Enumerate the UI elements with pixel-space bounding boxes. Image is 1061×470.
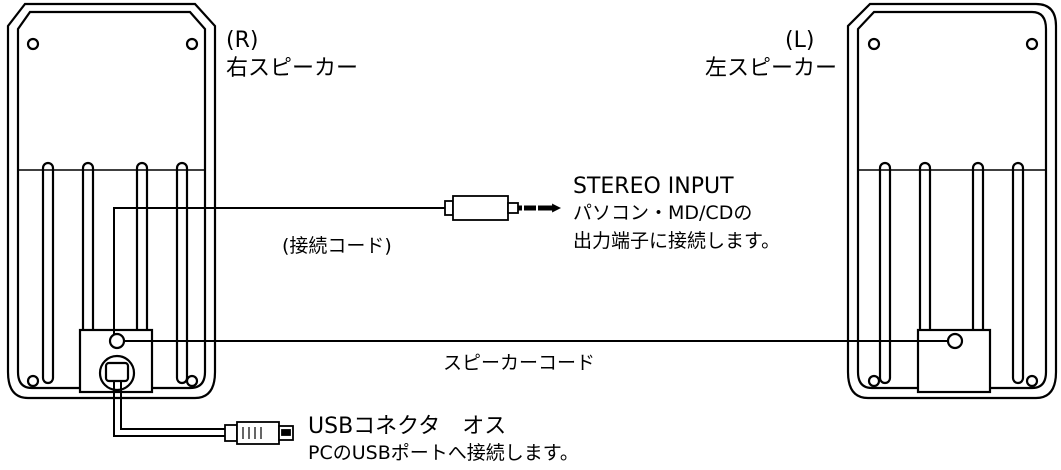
usb-plug (224, 421, 294, 445)
left-speaker-label: 左スピーカー (705, 56, 838, 81)
right-speaker-input-jack (108, 332, 126, 350)
speaker-cord-label: スピーカーコード (443, 352, 596, 374)
connection-cord-label: (接続コード) (282, 235, 392, 257)
left-speaker-input-jack (946, 332, 964, 350)
stereo-input-line1: パソコン・MD/CDの (573, 202, 753, 224)
stereo-plug (444, 195, 562, 221)
right-speaker-tag: (R) (226, 28, 259, 53)
stereo-input-line2: 出力端子に接続します。 (573, 230, 781, 252)
stereo-input-title: STEREO INPUT (573, 174, 734, 199)
connection-cord-line (113, 207, 445, 335)
right-speaker-label: 右スピーカー (226, 56, 359, 81)
usb-cord-line (120, 381, 225, 430)
left-speaker-tag: (L) (785, 28, 815, 53)
usb-connector-title: USBコネクタ オス (308, 414, 507, 439)
usb-connector-desc: PCのUSBポートへ接続します。 (308, 442, 579, 464)
